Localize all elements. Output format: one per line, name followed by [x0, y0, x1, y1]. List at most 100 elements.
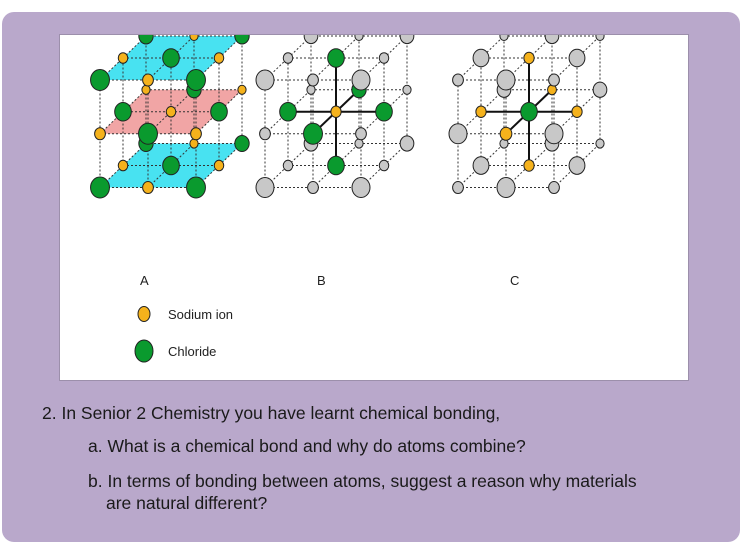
cube-c-neutral-ion [568, 156, 586, 175]
cube-a-sodium-ion [117, 52, 129, 64]
cube-c-grid-line [457, 143, 505, 188]
cube-a-sodium-ion [213, 159, 225, 172]
cube-a-chloride-ion [162, 48, 180, 68]
cube-b-neutral-ion [282, 159, 294, 172]
cube-a-sodium-ion [94, 127, 106, 141]
question-2: 2. In Senior 2 Chemistry you have learnt… [42, 403, 501, 423]
label-b: B [317, 273, 326, 288]
cube-c-chloride-ion [520, 102, 538, 122]
cube-a-sodium-ion [190, 127, 202, 141]
cube-b-neutral-ion [354, 138, 364, 149]
cube-b-neutral-ion [259, 127, 271, 141]
cube-a-grid-line [195, 143, 243, 188]
cube-c-neutral-ion [496, 69, 516, 91]
cube-c-neutral-ion [595, 138, 605, 149]
cube-b-grid-line [264, 89, 312, 135]
cube-a-chloride-ion [234, 35, 250, 45]
cube-b-neutral-ion [399, 135, 415, 152]
cube-c-neutral-ion [452, 73, 464, 87]
cube-b-neutral-ion [355, 127, 367, 141]
cube-a-sodium-ion [141, 84, 151, 95]
cube-b-chloride-ion [327, 48, 345, 68]
cube-a-sodium-ion [189, 138, 199, 149]
question-panel: A B C Sodium ion Chloride 2. In Senior 2… [2, 12, 740, 542]
cube-b-chloride-ion [279, 102, 297, 122]
cube-a-chloride-ion [186, 69, 206, 91]
cube-a-chloride-ion [90, 69, 110, 91]
label-c: C [510, 273, 520, 288]
label-a: A [140, 273, 149, 288]
cube-c-neutral-ion [452, 181, 464, 195]
cube-a-sodium-ion [142, 73, 154, 87]
cube-b-neutral-ion [255, 69, 275, 91]
cube-b-neutral-ion [402, 84, 412, 95]
cube-a-grid-line [147, 89, 195, 135]
cube-a-chloride-ion [138, 35, 154, 45]
cube-a-grid-line [195, 89, 243, 135]
cube-a-chloride-ion [90, 176, 110, 199]
cube-a-chloride-ion [234, 135, 250, 152]
cube-a-grid-line [147, 35, 195, 81]
cube-b-sodium-ion [330, 105, 342, 118]
cube-a-sodium-ion [142, 181, 154, 195]
cube-b-neutral-ion [307, 73, 319, 87]
cube-b-grid-line [360, 89, 408, 135]
cube-c-neutral-ion [568, 48, 586, 68]
cube-a-sodium-ion [117, 159, 129, 172]
cube-b-grid-line [312, 143, 360, 188]
cube-b-neutral-ion [354, 35, 364, 42]
cube-c-neutral-ion [595, 35, 605, 42]
cube-c-neutral-ion [472, 48, 490, 68]
cube-b-neutral-ion [378, 52, 390, 64]
cube-c-sodium-ion [475, 105, 487, 118]
cube-a-grid-line [99, 89, 147, 135]
cube-a-sodium-ion [165, 105, 177, 118]
cube-c-grid-line [505, 35, 553, 81]
cube-c-neutral-ion [472, 156, 490, 175]
cube-b-grid-line [264, 143, 312, 188]
cube-b-neutral-ion [399, 35, 415, 45]
cube-c-neutral-ion [548, 73, 560, 87]
cube-b-neutral-ion [378, 159, 390, 172]
cube-c-sodium-ion [571, 105, 583, 118]
question-2a: a. What is a chemical bond and why do at… [88, 436, 526, 456]
cube-b-grid-line [264, 35, 312, 81]
cube-a-chloride-ion [162, 155, 180, 176]
cube-b-neutral-ion [307, 181, 319, 195]
cube-c-grid-line [553, 143, 601, 188]
cube-a-grid-line [99, 143, 147, 188]
cube-b-grid-line [312, 35, 360, 81]
cube-b-grid-line [360, 35, 408, 81]
cube-c-grid-line [553, 89, 601, 135]
cube-b-neutral-ion [282, 52, 294, 64]
cube-a-sodium-ion [189, 35, 199, 42]
cube-b-chloride-ion [303, 122, 323, 145]
cube-b-chloride-ion [327, 155, 345, 176]
question-2b-line1: b. In terms of bonding between atoms, su… [88, 471, 637, 491]
cube-a-grid-line [99, 35, 147, 81]
legend-chloride-swatch [134, 339, 154, 363]
cube-c-neutral-ion [592, 81, 608, 98]
cube-c-sodium-ion [499, 126, 513, 141]
cube-a-chloride-ion [114, 102, 132, 122]
cube-a-sodium-ion [213, 52, 225, 64]
cube-b-chloride-ion [375, 102, 393, 122]
cube-b-neutral-ion [351, 177, 371, 199]
cube-c-grid-line [457, 35, 505, 81]
legend-sodium-label: Sodium ion [168, 307, 234, 322]
cube-c-grid-line [553, 35, 601, 81]
cube-c-grid-line [505, 143, 553, 188]
cube-a-sodium-ion [237, 84, 247, 95]
cube-c-neutral-ion [499, 35, 509, 42]
question-2b-line2: are natural different? [106, 493, 268, 513]
cube-c-sodium-ion [523, 159, 535, 172]
cube-a-grid-line [195, 35, 243, 81]
cube-c-grid-line [457, 89, 505, 135]
cube-c-sodium-ion [523, 51, 535, 65]
cube-a-chloride-ion [138, 122, 158, 145]
cube-c-neutral-ion [544, 35, 560, 45]
crystal-figure: A B C Sodium ion Chloride [59, 34, 689, 381]
cube-a-chloride-ion [186, 176, 206, 199]
cube-c-neutral-ion [448, 123, 468, 145]
nacl-lattice-diagrams [90, 35, 608, 363]
